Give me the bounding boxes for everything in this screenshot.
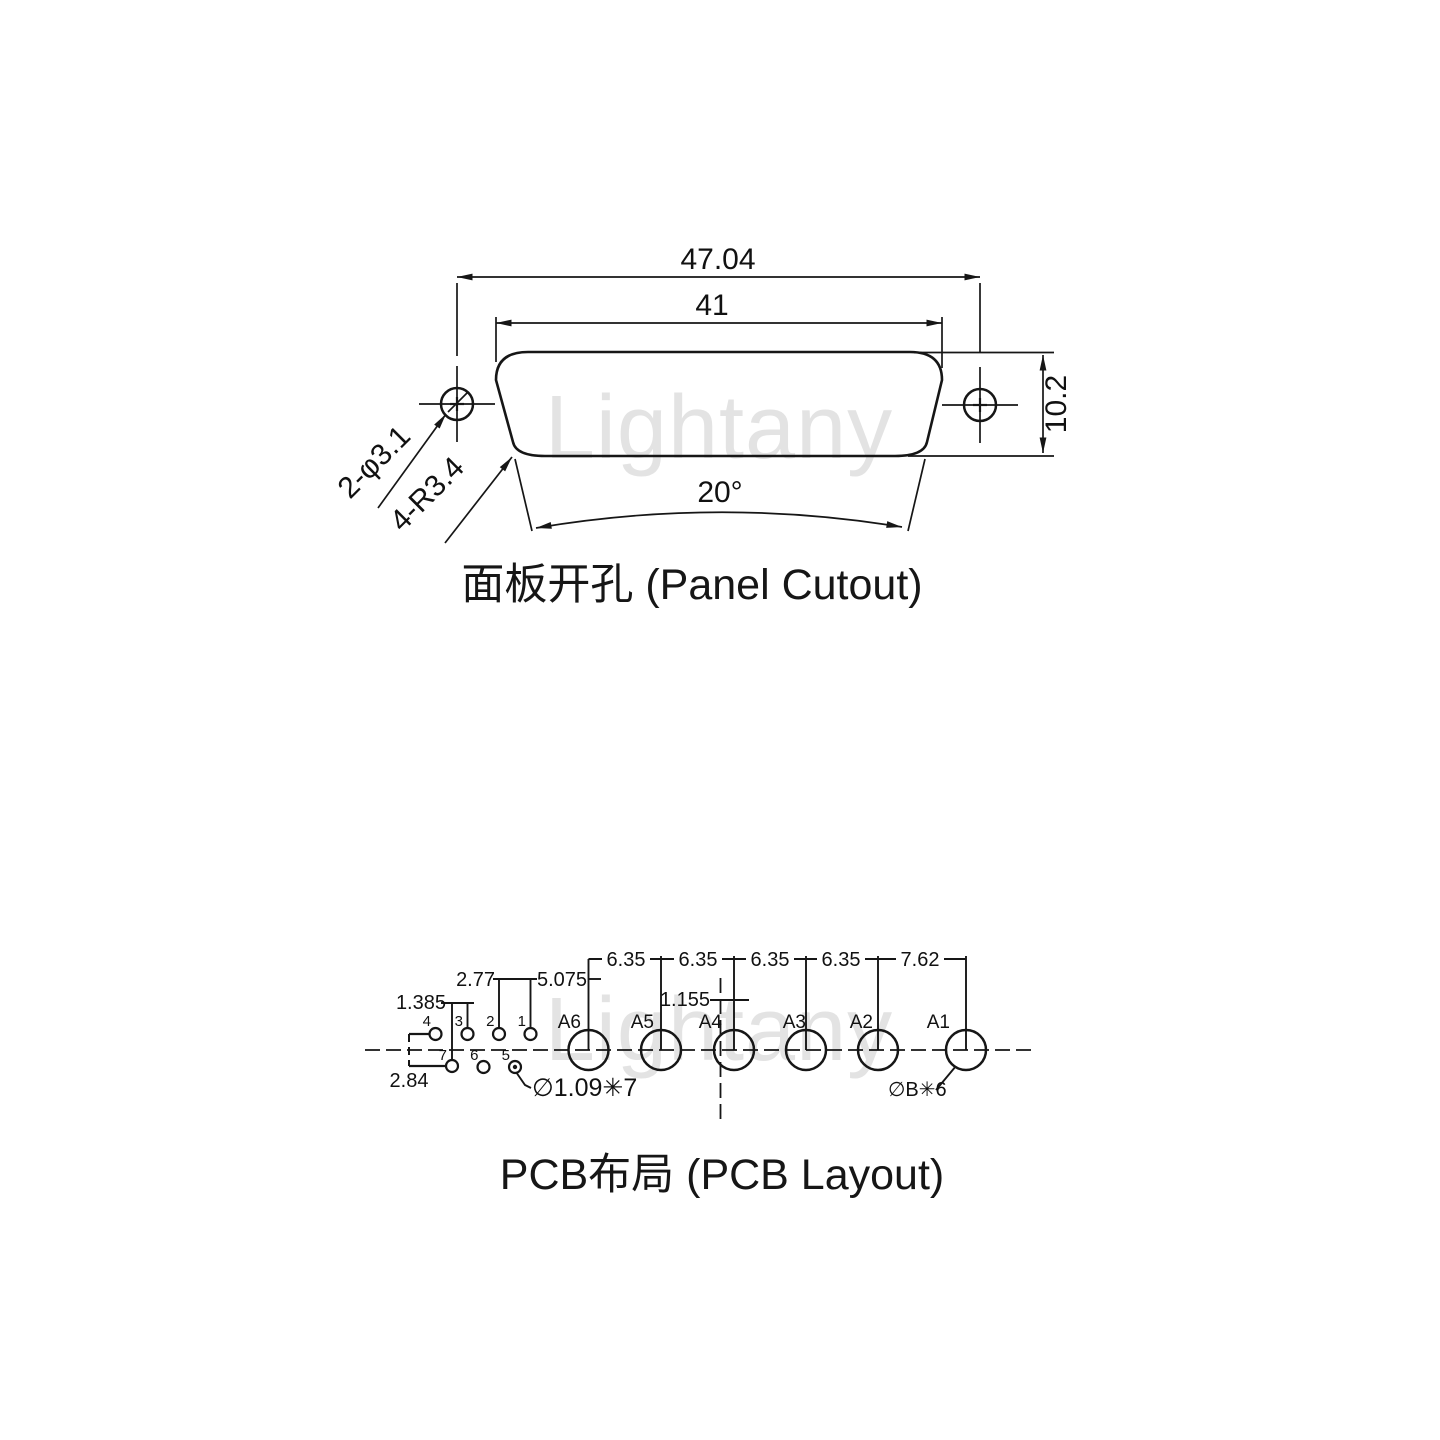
pcb-layout-drawing: Lightany 6.35 6.35 6.35 6.35 7.62 xyxy=(365,947,1036,1199)
pad-a1-label: A1 xyxy=(927,1012,950,1033)
pin-6 xyxy=(476,1059,491,1075)
callout-signal-holes-value: ∅1.09✳7 xyxy=(532,1074,637,1102)
pin-2-label: 2 xyxy=(486,1013,494,1030)
dim-taper-angle-value: 20° xyxy=(697,476,742,509)
dim-center-offset-value: 1.155 xyxy=(660,989,710,1011)
pad-a3 xyxy=(784,1028,828,1072)
dim-cutout-width-value: 41 xyxy=(695,289,728,322)
dim-signal-pitch: 2.77 5.075 xyxy=(456,969,601,1027)
pad-a4-label: A4 xyxy=(699,1012,723,1033)
pad-a2-label: A2 xyxy=(850,1012,873,1033)
pad-a1 xyxy=(944,1028,988,1072)
signal-pins-top-row: 4 3 2 1 xyxy=(423,1013,538,1042)
signal-pins-bottom-row: 7 6 5 xyxy=(439,1047,523,1075)
coax-pads: A6 A5 A4 A3 A2 A1 xyxy=(558,1012,988,1072)
pitch-a5-a4: 6.35 xyxy=(679,949,718,971)
dim-row-offset-value: 1.385 xyxy=(396,992,446,1014)
pad-a6 xyxy=(567,1028,610,1072)
mount-hole-right xyxy=(942,367,1018,443)
pin-2 xyxy=(491,1026,507,1042)
dim-taper-angle: 20° xyxy=(514,458,926,532)
pitch-dimension-chain: 6.35 6.35 6.35 6.35 7.62 xyxy=(587,947,967,1050)
pitch-a4-a3: 6.35 xyxy=(751,949,790,971)
dim-signal-to-coax-value: 5.075 xyxy=(537,969,587,991)
pin-3 xyxy=(460,1026,475,1042)
pin-7-label: 7 xyxy=(439,1047,447,1064)
pad-a3-label: A3 xyxy=(783,1012,806,1033)
pad-a5 xyxy=(639,1028,683,1072)
pad-a2 xyxy=(856,1028,900,1072)
dim-signal-pitch-value: 2.77 xyxy=(456,969,495,991)
dim-height-value: 10.2 xyxy=(1040,375,1073,433)
pin-5-label: 5 xyxy=(502,1047,510,1064)
dim-outer-width: 47.04 xyxy=(456,243,981,356)
dim-cutout-width: 41 xyxy=(495,289,943,368)
dim-row-spacing: 2.84 xyxy=(390,1032,446,1092)
pad-a6-label: A6 xyxy=(558,1012,581,1033)
pad-a4 xyxy=(712,1028,756,1072)
pin-4 xyxy=(428,1026,443,1042)
pcb-layout-title: PCB布局 (PCB Layout) xyxy=(500,1151,944,1199)
pad-a5-label: A5 xyxy=(631,1012,654,1033)
pin-3-label: 3 xyxy=(455,1013,463,1030)
dim-height: 10.2 xyxy=(908,351,1073,457)
cutout-outline xyxy=(494,350,944,458)
pin-6-label: 6 xyxy=(470,1047,478,1064)
pin-5-center-dot xyxy=(512,1064,518,1070)
pin-1 xyxy=(523,1026,538,1042)
dim-row-spacing-value: 2.84 xyxy=(390,1070,429,1092)
callout-coax-holes: ∅B✳6 xyxy=(888,1065,957,1101)
callout-coax-holes-value: ∅B✳6 xyxy=(888,1079,947,1101)
pitch-a3-a2: 6.35 xyxy=(822,949,861,971)
watermark-top: Lightany xyxy=(545,378,893,478)
pin-7 xyxy=(444,1058,460,1074)
panel-cutout-title: 面板开孔 (Panel Cutout) xyxy=(461,561,922,609)
pitch-a6-a5: 6.35 xyxy=(607,949,646,971)
pin-5 xyxy=(507,1059,523,1075)
pin-1-label: 1 xyxy=(518,1013,526,1030)
pitch-a2-a1: 7.62 xyxy=(901,949,940,971)
dim-row-offset: 1.385 xyxy=(396,992,474,1059)
pin-4-label: 4 xyxy=(423,1013,431,1030)
dim-center-offset: 1.155 xyxy=(660,989,749,1011)
dim-outer-width-value: 47.04 xyxy=(680,243,755,276)
callout-signal-holes: ∅1.09✳7 xyxy=(515,1071,637,1102)
